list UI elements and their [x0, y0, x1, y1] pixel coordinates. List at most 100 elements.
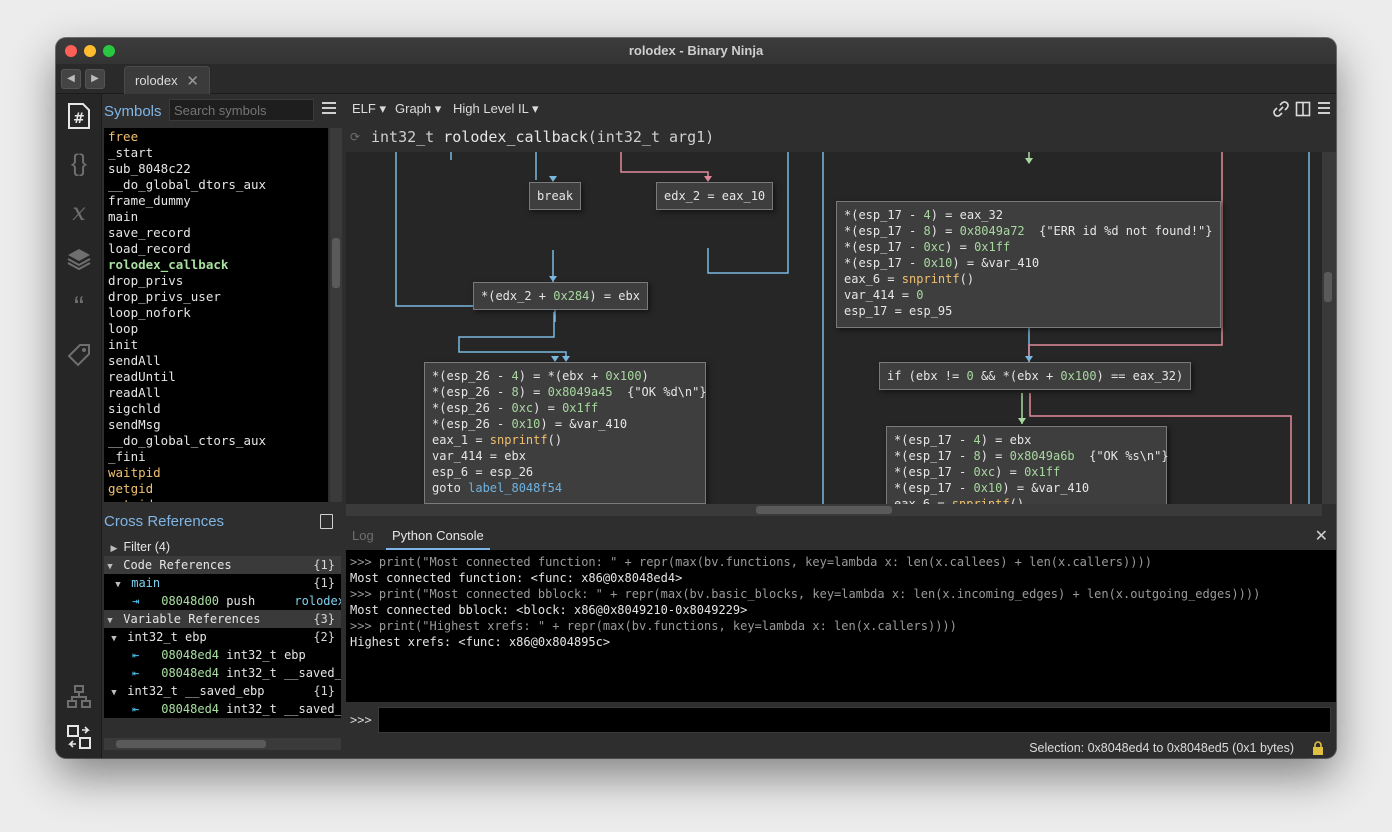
collapse-triangle-icon[interactable]: ▼	[107, 562, 113, 572]
code-line[interactable]: eax_6 = snprintf()	[894, 497, 1025, 504]
code-line[interactable]: *(esp_26 - 4) = *(ebx + 0x100)	[432, 369, 649, 383]
types-braces-icon[interactable]: {}	[70, 150, 88, 177]
view-mode-dropdown[interactable]: Graph ▾	[395, 101, 442, 116]
split-view-icon[interactable]	[1295, 101, 1311, 117]
variables-x-icon[interactable]: 𝑥	[72, 198, 86, 226]
symbol-item[interactable]: _fini	[108, 449, 146, 464]
symbol-item[interactable]: setgid	[104, 497, 328, 502]
code-line[interactable]: eax_1 = snprintf()	[432, 433, 563, 447]
xref-group-saved-ebp[interactable]: ▼ int32_t __saved_ebp {1}	[104, 682, 341, 700]
symbol-list-scrollbar[interactable]	[330, 128, 342, 502]
xref-item[interactable]: ⇤ 08048ed4 int32_t __saved_e	[104, 664, 341, 682]
symbols-menu-icon[interactable]	[322, 102, 336, 117]
collapse-triangle-icon[interactable]: ▼	[111, 634, 117, 644]
symbol-item[interactable]: sendAll	[108, 353, 161, 368]
code-line[interactable]: var_414 = 0	[844, 288, 924, 302]
symbol-item[interactable]: waitpid	[108, 465, 161, 480]
symbol-search-input[interactable]	[169, 99, 314, 121]
variable-references-row[interactable]: ▼ Variable References {3}	[104, 610, 341, 628]
code-line[interactable]: *(esp_17 - 0x10) = &var_410	[894, 481, 1090, 495]
python-console-input[interactable]	[378, 707, 1331, 733]
err-not-found-block[interactable]: *(esp_17 - 4) = eax_32 *(esp_17 - 8) = 0x…	[836, 201, 1221, 328]
tags-icon[interactable]	[65, 342, 93, 370]
function-signature[interactable]: int32_t rolodex_callback(int32_t arg1)	[371, 128, 715, 146]
symbol-item[interactable]: getgid	[108, 481, 154, 496]
symbol-item[interactable]: init	[108, 337, 139, 352]
back-button[interactable]: ◀	[61, 69, 81, 89]
symbol-item[interactable]: __do_global_ctors_aux	[108, 433, 267, 448]
lock-icon[interactable]	[1312, 741, 1324, 755]
close-console-icon[interactable]: ✕	[1314, 528, 1328, 545]
symbol-item[interactable]: _start	[108, 145, 154, 160]
refresh-icon[interactable]: ⟳	[350, 130, 361, 144]
symbol-item[interactable]: drop_privs	[108, 273, 184, 288]
symbol-item[interactable]: readAll	[108, 385, 161, 400]
cross-references-icon[interactable]	[65, 724, 93, 752]
xref-filter-row[interactable]: ▶ Filter (4)	[104, 538, 341, 556]
code-line[interactable]: *(esp_26 - 8) = 0x8049a45 {"OK %d\n"}	[432, 385, 707, 399]
code-references-row[interactable]: ▼ Code References {1}	[104, 556, 341, 574]
code-line[interactable]: eax_6 = snprintf()	[844, 272, 975, 286]
edx-assign-node[interactable]: edx_2 = eax_10	[656, 182, 774, 210]
symbols-hash-icon[interactable]: #	[65, 102, 93, 130]
symbol-item[interactable]: drop_privs_user	[108, 289, 221, 304]
code-line[interactable]: goto label_8048f54	[432, 481, 563, 495]
condition-node[interactable]: if (ebx != 0 && *(ebx + 0x100) == eax_32…	[879, 362, 1192, 390]
close-tab-icon[interactable]: ✕	[186, 73, 199, 90]
code-line[interactable]: *(esp_17 - 4) = ebx	[894, 433, 1032, 447]
collapse-triangle-icon[interactable]: ▼	[107, 616, 113, 626]
collapse-triangle-icon[interactable]: ▼	[111, 688, 117, 698]
symbol-item[interactable]: sub_8048c22	[108, 161, 191, 176]
expand-triangle-icon[interactable]: ▶	[110, 543, 118, 553]
view-menu-icon[interactable]	[1318, 102, 1330, 117]
code-line[interactable]: var_414 = ebx	[432, 449, 526, 463]
new-xref-pane-icon[interactable]	[320, 514, 333, 529]
xref-group-main[interactable]: ▼ main {1}	[104, 574, 341, 592]
symbol-item[interactable]: sigchld	[108, 401, 161, 416]
symbol-item[interactable]: __do_global_dtors_aux	[108, 177, 267, 192]
link-icon[interactable]	[1273, 101, 1289, 117]
symbol-item[interactable]: free	[108, 129, 139, 144]
code-line[interactable]: *(esp_26 - 0xc) = 0x1ff	[432, 401, 599, 415]
tab-log[interactable]: Log	[352, 528, 374, 543]
code-line[interactable]: *(esp_17 - 0x10) = &var_410	[844, 256, 1040, 270]
symbol-item[interactable]: load_record	[108, 241, 191, 256]
forward-button[interactable]: ▶	[85, 69, 105, 89]
symbol-item[interactable]: loop	[108, 321, 139, 336]
code-line[interactable]: *(esp_17 - 8) = 0x8049a72 {"ERR id %d no…	[844, 224, 1213, 238]
layers-icon[interactable]	[65, 246, 93, 274]
ok-id-block[interactable]: *(esp_26 - 4) = *(ebx + 0x100) *(esp_26 -…	[424, 362, 707, 504]
minimize-window-button[interactable]	[84, 45, 96, 57]
graph-view[interactable]: break edx_2 = eax_10 *(edx_2 + 0x284) = …	[346, 152, 1322, 504]
xref-horizontal-scrollbar[interactable]	[104, 738, 341, 750]
symbol-item[interactable]: main	[108, 209, 139, 224]
code-line[interactable]: esp_17 = esp_95	[844, 304, 953, 318]
code-line[interactable]: *(esp_17 - 8) = 0x8049a6b {"OK %s\n"}	[894, 449, 1169, 463]
ok-name-block[interactable]: *(esp_17 - 4) = ebx *(esp_17 - 8) = 0x804…	[886, 426, 1169, 504]
symbol-item[interactable]: sendMsg	[108, 417, 161, 432]
close-window-button[interactable]	[65, 45, 77, 57]
symbol-item[interactable]: loop_nofork	[108, 305, 191, 320]
graph-vertical-scrollbar[interactable]	[1322, 152, 1336, 504]
strings-quote-icon[interactable]: “	[74, 291, 84, 324]
view-type-dropdown[interactable]: ELF ▾	[352, 101, 386, 116]
xref-item[interactable]: ⇤ 08048ed4 int32_t ebp	[104, 646, 341, 664]
code-line[interactable]: *(esp_17 - 0xc) = 0x1ff	[844, 240, 1011, 254]
break-node[interactable]: break	[529, 182, 582, 210]
code-line[interactable]: *(esp_17 - 4) = eax_32	[844, 208, 1003, 222]
xref-item[interactable]: ⇥ 08048d00 push rolodex_c	[104, 592, 341, 610]
symbol-item[interactable]: readUntil	[108, 369, 176, 384]
tab-python-console[interactable]: Python Console	[386, 522, 490, 550]
store-ebx-node[interactable]: *(edx_2 + 0x284) = ebx	[473, 282, 648, 310]
xref-item[interactable]: ⇤ 08048ed4 int32_t __saved_e	[104, 700, 341, 718]
symbol-item[interactable]: save_record	[108, 225, 191, 240]
graph-hierarchy-icon[interactable]	[65, 684, 93, 712]
code-line[interactable]: *(esp_17 - 0xc) = 0x1ff	[894, 465, 1061, 479]
zoom-window-button[interactable]	[103, 45, 115, 57]
code-line[interactable]: *(esp_26 - 0x10) = &var_410	[432, 417, 628, 431]
tab-rolodex[interactable]: rolodex ✕	[124, 66, 210, 94]
symbol-item[interactable]: rolodex_callback	[108, 257, 229, 272]
code-line[interactable]: esp_6 = esp_26	[432, 465, 534, 479]
xref-group-ebp[interactable]: ▼ int32_t ebp {2}	[104, 628, 341, 646]
